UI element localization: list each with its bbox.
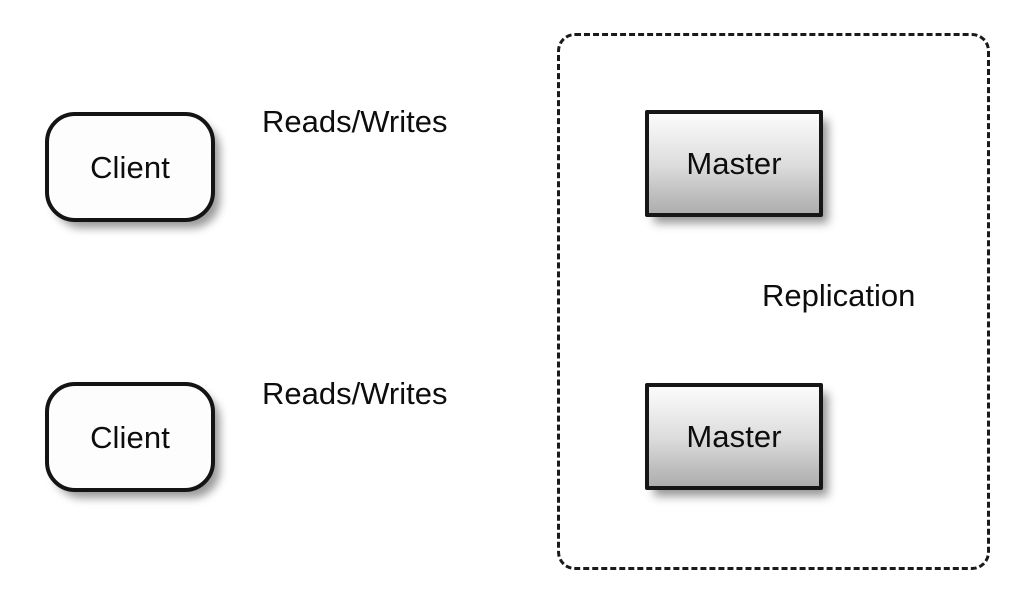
node-label-client-top: Client <box>90 149 170 185</box>
cluster-boundary-dashed <box>557 33 990 570</box>
edge-label-reads-writes-top: Reads/Writes <box>262 104 448 139</box>
node-label-master-top: Master <box>686 146 782 181</box>
node-master-top[interactable]: Master <box>645 110 823 217</box>
node-client-bottom[interactable]: Client <box>45 382 215 492</box>
node-client-top[interactable]: Client <box>45 112 215 222</box>
node-master-bottom[interactable]: Master <box>645 383 823 490</box>
node-label-client-bottom: Client <box>90 419 170 455</box>
node-label-master-bottom: Master <box>686 419 782 454</box>
edge-label-replication: Replication <box>762 278 916 313</box>
edge-label-reads-writes-bottom: Reads/Writes <box>262 376 448 411</box>
